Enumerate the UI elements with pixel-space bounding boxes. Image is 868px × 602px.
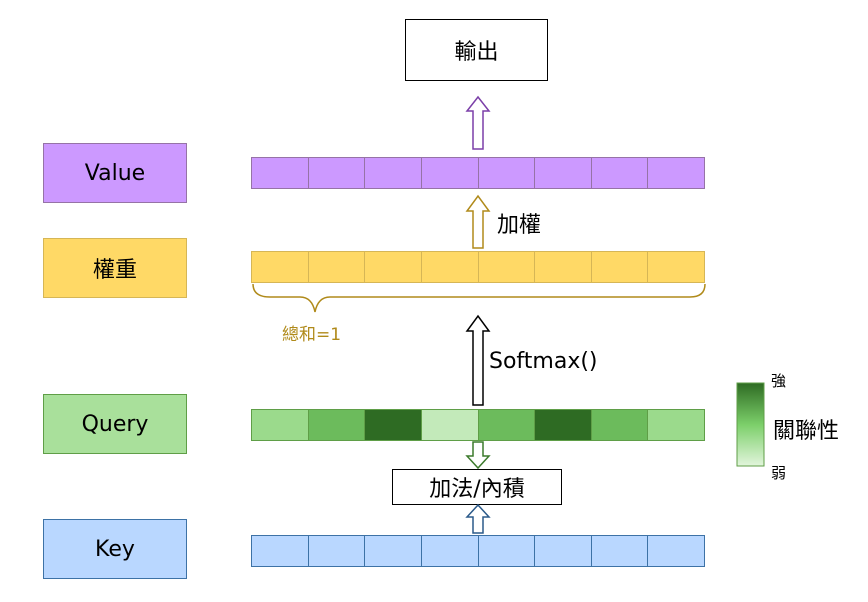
- key-cell: [590, 535, 649, 567]
- key-label: Key: [95, 536, 135, 562]
- query-cell: [647, 409, 705, 441]
- query-cell: [251, 409, 309, 441]
- key-cell: [364, 535, 422, 567]
- softmax-up-arrow: [465, 314, 491, 406]
- legend-weak-label: 弱: [771, 464, 787, 482]
- key-vector: [251, 535, 705, 567]
- weight-cell: [420, 251, 479, 283]
- weight-cell: [364, 251, 422, 283]
- weight-label: 權重: [92, 258, 137, 283]
- value-label: Value: [84, 160, 146, 186]
- key-cell: [251, 535, 309, 567]
- value-cell: [647, 157, 705, 189]
- key-cell: [647, 535, 705, 567]
- legend-strong-label: 強: [771, 372, 787, 390]
- add-dot-product-box: 加法/內積: [392, 469, 562, 505]
- query-vector: [251, 409, 705, 441]
- query-cell: [364, 409, 422, 441]
- operation-label: 加法/內積: [429, 477, 525, 502]
- legend-title: 關聯性: [773, 419, 840, 444]
- softmax-label: Softmax(): [489, 349, 598, 374]
- key-cell: [307, 535, 366, 567]
- blue-up-arrow: [465, 503, 491, 534]
- output-label: 輸出: [454, 40, 499, 65]
- purple-up-arrow: [465, 95, 491, 150]
- relevance-gradient-bar: [736, 382, 765, 467]
- weight-cell: [590, 251, 649, 283]
- sum-equals-one-label: 總和=1: [282, 325, 342, 345]
- green-down-arrow: [465, 441, 491, 470]
- value-label-box: Value: [43, 143, 187, 203]
- weighting-label: 加權: [497, 213, 542, 238]
- key-cell: [420, 535, 479, 567]
- weight-cell: [477, 251, 536, 283]
- output-box: 輸出: [405, 19, 548, 81]
- value-cell: [307, 157, 366, 189]
- query-cell: [534, 409, 592, 441]
- value-cell: [534, 157, 592, 189]
- weight-cell: [307, 251, 366, 283]
- value-cell: [420, 157, 479, 189]
- query-label: Query: [81, 411, 149, 437]
- weight-cell: [251, 251, 309, 283]
- value-cell: [477, 157, 536, 189]
- sum-brace: [252, 283, 706, 313]
- query-label-box: Query: [43, 394, 187, 454]
- gold-up-arrow: [465, 194, 491, 249]
- weight-cell: [647, 251, 705, 283]
- weight-label-box: 權重: [43, 238, 187, 298]
- key-label-box: Key: [43, 519, 187, 579]
- value-vector: [251, 157, 705, 189]
- value-cell: [251, 157, 309, 189]
- weight-vector: [251, 251, 705, 283]
- key-cell: [534, 535, 592, 567]
- query-cell: [477, 409, 536, 441]
